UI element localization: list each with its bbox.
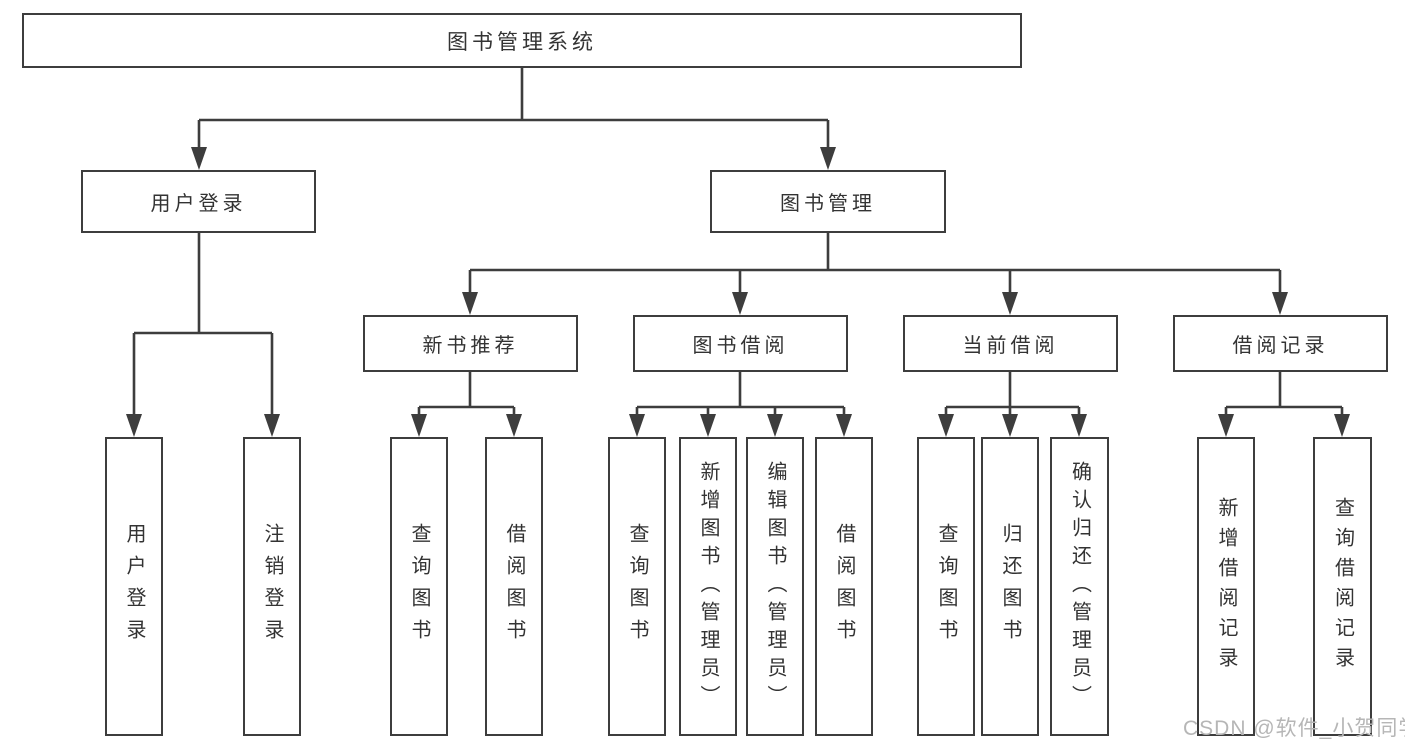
connector-book-management-to-level3: [462, 233, 1288, 315]
connector-new-book-recommend-to-leaves: [411, 372, 522, 437]
connector-borrow-records-to-leaves: [1218, 372, 1350, 437]
connector-root-to-level2: [191, 68, 836, 170]
leaf-cb-confirm-return-admin: 确认归还（管理员）: [1050, 437, 1109, 736]
connector-book-borrow-to-leaves: [629, 372, 852, 437]
node-book-management: 图书管理: [710, 170, 946, 233]
node-user-login: 用户登录: [81, 170, 316, 233]
leaf-bb-add-books-admin: 新增图书（管理员）: [679, 437, 737, 736]
watermark: CSDN @软件_小贺同学: [1183, 717, 1405, 740]
node-root: 图书管理系统: [22, 13, 1022, 68]
leaf-bb-query-books: 查询图书: [608, 437, 666, 736]
leaf-user-login: 用户登录: [105, 437, 163, 736]
connector-current-borrow-to-leaves: [938, 372, 1087, 437]
leaf-nb-borrow-books: 借阅图书: [485, 437, 543, 736]
node-book-borrow: 图书借阅: [633, 315, 848, 372]
leaf-br-add-record: 新增借阅记录: [1197, 437, 1255, 736]
leaf-cb-query-books: 查询图书: [917, 437, 975, 736]
node-new-book-recommend: 新书推荐: [363, 315, 578, 372]
node-current-borrow: 当前借阅: [903, 315, 1118, 372]
node-borrow-records: 借阅记录: [1173, 315, 1388, 372]
leaf-cb-return-books: 归还图书: [981, 437, 1039, 736]
leaf-bb-edit-books-admin: 编辑图书（管理员）: [746, 437, 804, 736]
leaf-bb-borrow-books: 借阅图书: [815, 437, 873, 736]
leaf-nb-query-books: 查询图书: [390, 437, 448, 736]
connector-user-login-to-leaves: [126, 233, 280, 437]
leaf-br-query-record: 查询借阅记录: [1313, 437, 1372, 736]
leaf-logout: 注销登录: [243, 437, 301, 736]
